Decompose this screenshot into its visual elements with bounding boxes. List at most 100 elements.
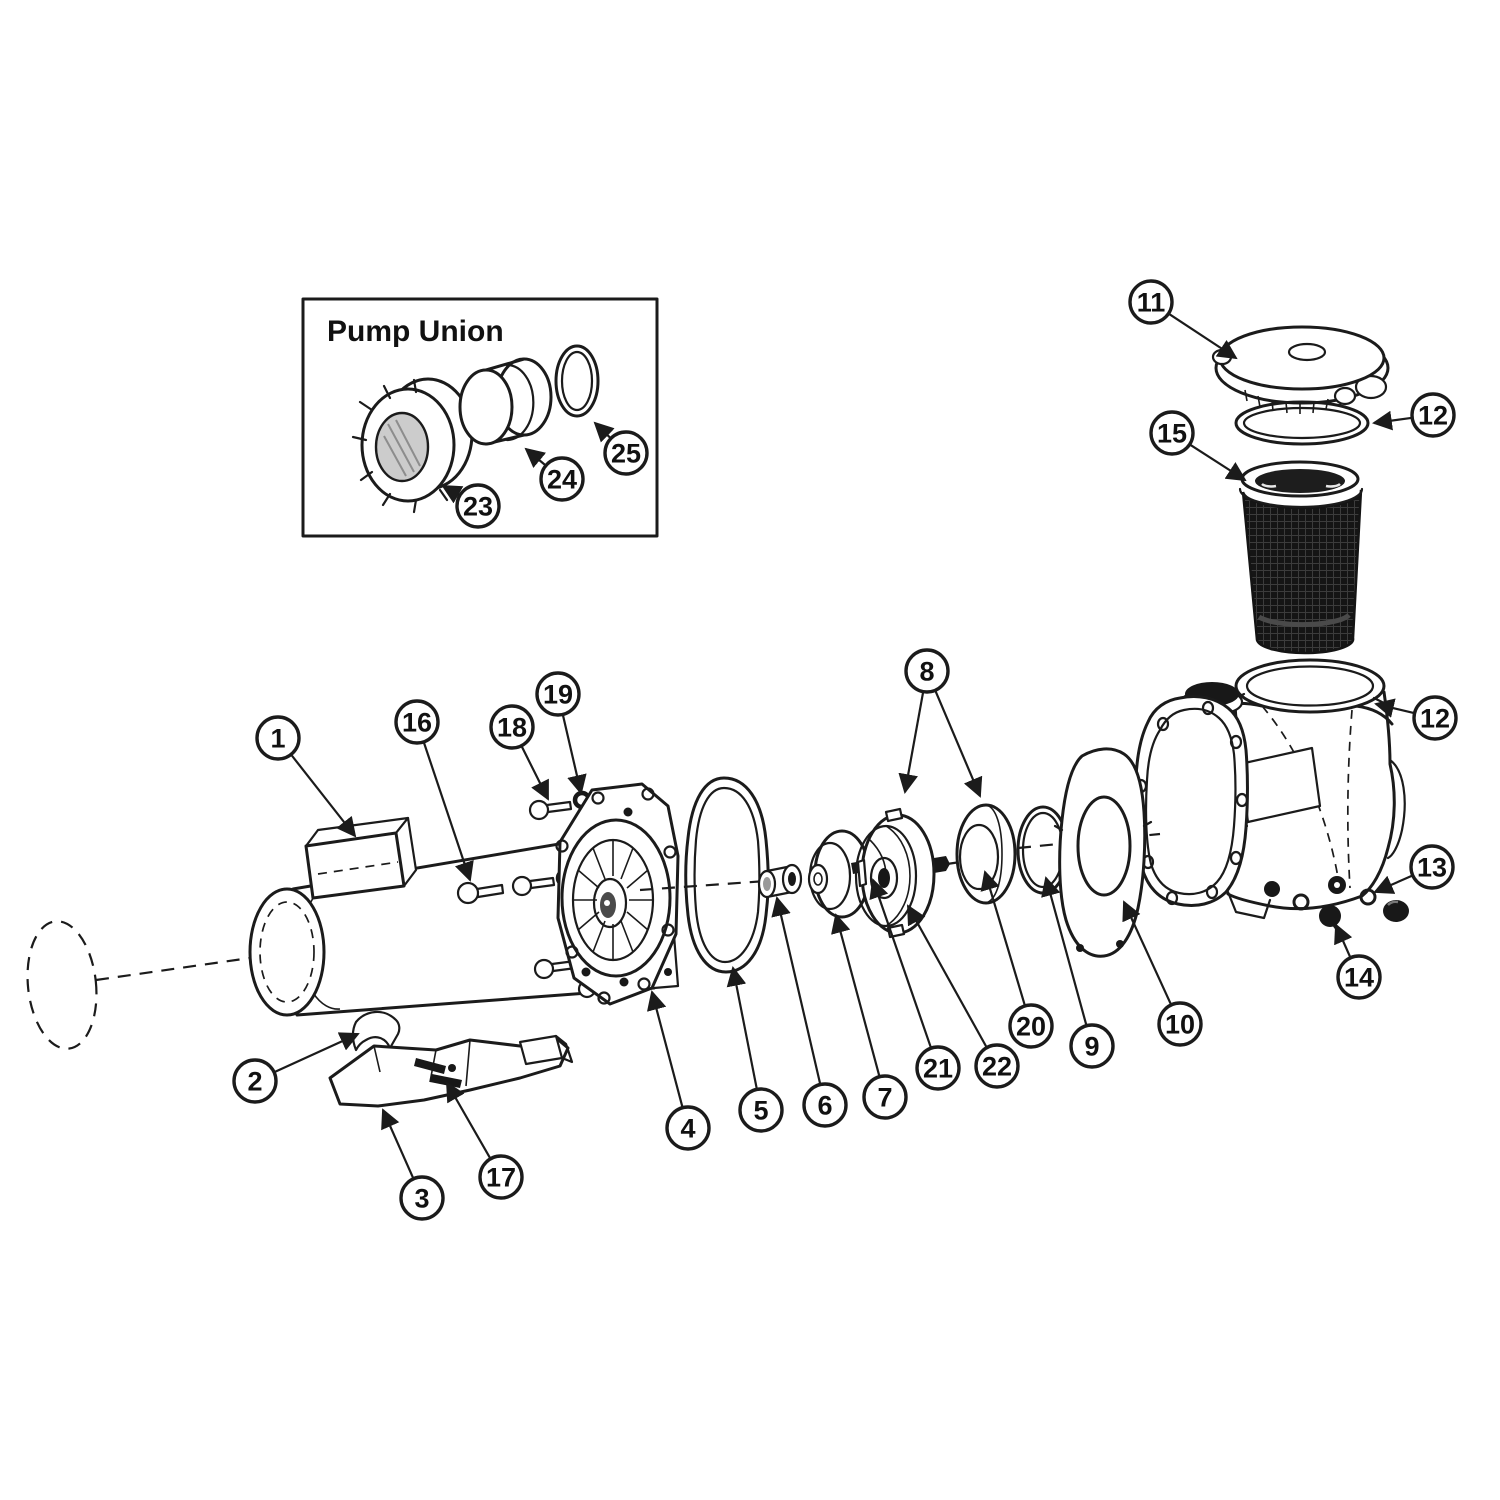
seal-plate: [555, 782, 680, 1006]
motor-thru-bolt: [456, 881, 505, 905]
callout-bubble: [489, 704, 535, 750]
pump-union-box: [301, 297, 659, 538]
callout-9: 9: [1041, 876, 1115, 1069]
callout-leader-line: [907, 904, 988, 1049]
callout-number: 9: [1084, 1032, 1099, 1062]
callout-leader-line: [771, 896, 822, 1085]
callout-leader-line: [869, 878, 933, 1049]
callout-bubble: [1409, 844, 1455, 890]
union-tailpiece: [458, 357, 553, 446]
ghost-shaft-ellipse: [26, 920, 98, 1050]
callout-bubble: [974, 1043, 1020, 1089]
callout-bubble: [862, 1074, 908, 1120]
callout-11: 11: [1128, 279, 1238, 360]
callout-leader-line: [898, 691, 925, 794]
callout-25: 25: [593, 421, 649, 476]
callout-bubble: [904, 648, 950, 694]
pump-housing: [1133, 658, 1409, 936]
callout-bubble: [535, 671, 581, 717]
callout-21: 21: [869, 878, 961, 1091]
callout-leader-line: [934, 689, 983, 798]
callout-number: 16: [402, 708, 432, 738]
callout-number: 23: [463, 492, 493, 522]
callout-bubble: [1336, 954, 1382, 1000]
callout-number: 11: [1137, 288, 1166, 318]
callout-20: 20: [980, 870, 1054, 1049]
callout-leader-line: [1372, 410, 1413, 431]
pump-union-title: Pump Union: [327, 315, 504, 348]
seal-plate-gasket: [684, 776, 770, 974]
callout-8: 8: [898, 648, 983, 798]
drain-plug-o-ring: [1359, 888, 1377, 906]
callout-bubble: [539, 456, 585, 502]
callout-leader-line: [422, 741, 474, 882]
callout-leader-line: [446, 1081, 492, 1160]
callout-18: 18: [489, 704, 549, 801]
callout-number: 1: [270, 724, 285, 754]
callout-number: 4: [680, 1114, 695, 1144]
callout-leader-line: [520, 745, 549, 801]
callout-number: 8: [919, 657, 934, 687]
callout-leader-line: [646, 990, 684, 1108]
callout-leader-line: [831, 913, 881, 1077]
callout-bubble: [665, 1105, 711, 1151]
callout-15: 15: [1149, 410, 1247, 482]
callout-number: 13: [1417, 853, 1447, 883]
callout-number: 14: [1344, 963, 1374, 993]
callout-leader-line: [381, 1108, 415, 1180]
callout-bubble: [1157, 1001, 1203, 1047]
callout-bubble: [1412, 695, 1458, 741]
shaft-seal: [757, 863, 803, 899]
callout-number: 5: [753, 1096, 768, 1126]
callout-leader-line: [1041, 876, 1088, 1026]
callout-number: 2: [247, 1067, 262, 1097]
callout-leader-line: [980, 870, 1027, 1007]
callout-number: 3: [414, 1184, 429, 1214]
callout-16: 16: [394, 699, 474, 882]
centerline-left: [95, 952, 279, 982]
callout-leader-line: [1122, 900, 1173, 1006]
callout-14: 14: [1334, 923, 1382, 1000]
drain-plug: [1319, 905, 1341, 927]
motor-clip: [351, 1010, 401, 1052]
callout-leader-line: [1334, 923, 1353, 959]
callout-number: 17: [486, 1163, 516, 1193]
diffuser: [854, 807, 936, 939]
impeller: [807, 829, 871, 919]
callout-leader-line: [524, 447, 547, 469]
callout-bubble: [1069, 1023, 1115, 1069]
callout-number: 6: [817, 1091, 832, 1121]
callout-1: 1: [255, 715, 357, 838]
diffuser-wear-ring: [955, 803, 1017, 905]
lid-assembly: [1211, 325, 1390, 655]
callout-7: 7: [831, 913, 908, 1120]
callout-bubble: [1410, 392, 1456, 438]
callout-leader-line: [273, 1032, 360, 1074]
callout-leader-line: [1374, 698, 1415, 718]
callout-6: 6: [771, 896, 848, 1128]
callout-bubble: [232, 1058, 278, 1104]
callout-bubble: [1149, 410, 1195, 456]
callout-bubble: [915, 1045, 961, 1091]
callout-leader-line: [441, 485, 464, 504]
callout-bubble: [255, 715, 301, 761]
callout-number: 7: [877, 1083, 892, 1113]
callout-number: 15: [1157, 419, 1187, 449]
callout-bubble: [394, 699, 440, 745]
pump-lid: [1211, 325, 1390, 414]
callout-leader-line: [1167, 312, 1238, 360]
callout-17: 17: [446, 1081, 524, 1200]
pump-base: [328, 1034, 574, 1108]
callout-4: 4: [646, 990, 711, 1151]
callout-24: 24: [524, 447, 585, 502]
callout-number: 22: [982, 1052, 1012, 1082]
callout-5: 5: [726, 966, 784, 1133]
callout-3: 3: [381, 1108, 445, 1221]
strainer-basket: [1238, 460, 1364, 655]
callout-leader-line: [1373, 874, 1414, 894]
callout-2: 2: [232, 1032, 360, 1104]
callout-leader-line: [561, 714, 587, 795]
drain-plug-o-ring: [1292, 893, 1310, 911]
